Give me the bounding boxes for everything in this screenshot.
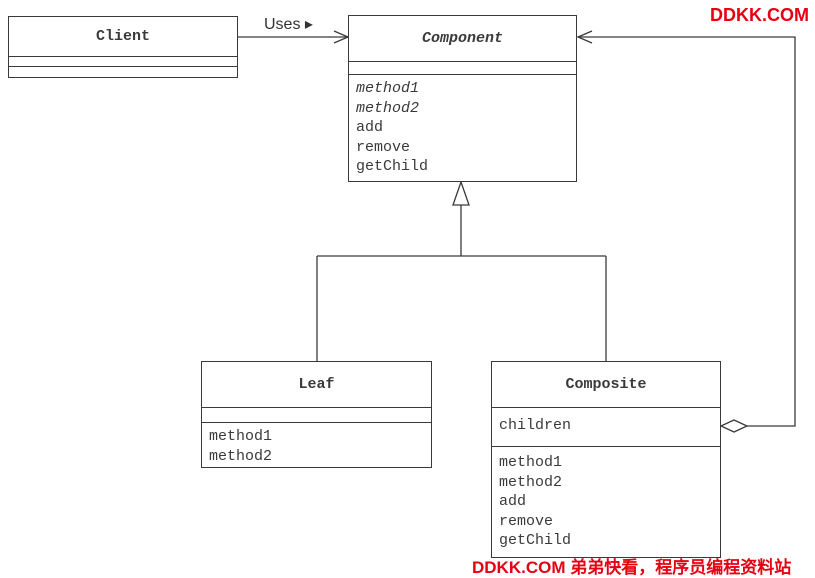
- operation-method2: method2: [499, 473, 563, 491]
- operation-method1: method1: [499, 454, 563, 471]
- composite-class: Composite children method1 method2 add r…: [491, 361, 721, 558]
- operation-getchild: getChild: [356, 158, 429, 175]
- aggregation: [576, 30, 796, 433]
- component-class: Component method1 method2 add remove get…: [348, 15, 577, 182]
- component-class-name: Component: [349, 16, 576, 62]
- operation-method2: method2: [209, 447, 273, 465]
- leaf-attributes: [202, 408, 431, 423]
- watermark-top: DDKK.COM: [710, 5, 809, 25]
- leaf-class-name: Leaf: [202, 362, 431, 408]
- operation-method1: method1: [356, 80, 420, 97]
- operation-remove: remove: [356, 138, 411, 156]
- watermark-bottom: DDKK.COM 弟弟快看，程序员编程资料站: [472, 558, 792, 577]
- component-operations: method1 method2 add remove getChild: [349, 75, 576, 177]
- operation-add: add: [356, 119, 384, 136]
- operation-add: add: [499, 493, 527, 510]
- composite-operations: method1 method2 add remove getChild: [492, 447, 720, 551]
- generalization: [316, 180, 607, 361]
- operation-getchild: getChild: [499, 532, 572, 549]
- attribute-children: children: [499, 417, 572, 434]
- component-attributes: [349, 62, 576, 75]
- uses-label: Uses ▸: [264, 16, 313, 33]
- client-attributes: [9, 57, 237, 67]
- composite-class-name: Composite: [492, 362, 720, 408]
- operation-method2: method2: [356, 99, 420, 117]
- operation-method1: method1: [209, 428, 273, 445]
- leaf-class: Leaf method1 method2: [201, 361, 432, 468]
- operation-remove: remove: [499, 512, 554, 530]
- client-class-name: Client: [9, 17, 237, 57]
- client-class: Client: [8, 16, 238, 78]
- composite-attributes: children: [492, 408, 720, 447]
- leaf-operations: method1 method2: [202, 423, 431, 466]
